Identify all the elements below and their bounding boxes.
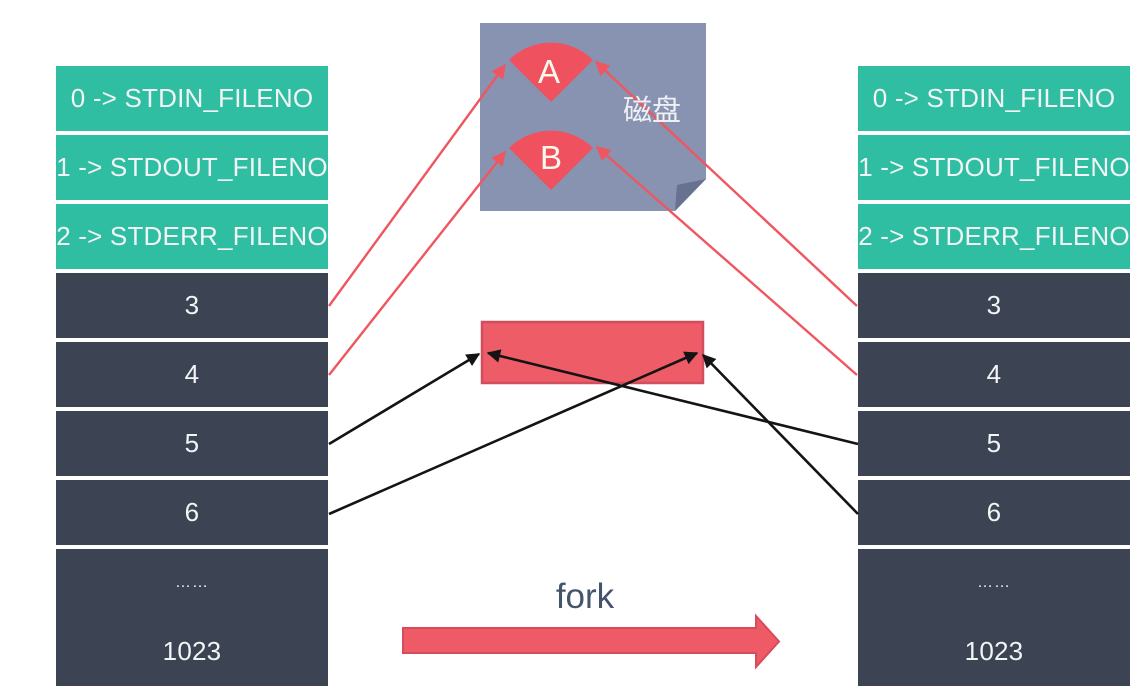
open-file-table-rect xyxy=(480,320,705,385)
fd-row-4: 4 xyxy=(56,342,328,407)
fd-row-6: 6 xyxy=(56,480,328,545)
file-b-wedge xyxy=(509,130,593,190)
fork-arrow xyxy=(402,613,781,670)
arrow-right-fd5-to-entry xyxy=(486,349,859,446)
file-a-label: A xyxy=(537,53,561,90)
file-b-label: B xyxy=(539,139,563,176)
fd-row-3: 3 xyxy=(858,273,1130,338)
fd-row-stdout: 1 -> STDOUT_FILENO xyxy=(858,135,1130,200)
arrow-left-fd5-to-entry xyxy=(328,352,481,446)
fd-row-ellipsis: …… xyxy=(977,574,1011,592)
arrow-left-fd6-to-entry xyxy=(328,351,699,516)
fd-row-ellipsis: …… xyxy=(175,574,209,592)
fd-row-stdout: 1 -> STDOUT_FILENO xyxy=(56,135,328,200)
fd-row-5: 5 xyxy=(56,411,328,476)
fd-row-stderr: 2 -> STDERR_FILENO xyxy=(858,204,1130,269)
arrow-right-fd3-to-file-a xyxy=(594,61,858,307)
fd-row-stderr: 2 -> STDERR_FILENO xyxy=(56,204,328,269)
fd-row-3: 3 xyxy=(56,273,328,338)
fd-row-6: 6 xyxy=(858,480,1130,545)
fd-row-stdin: 0 -> STDIN_FILENO xyxy=(858,66,1130,131)
fd-row-rest: …… 1023 xyxy=(56,549,328,686)
fd-row-5: 5 xyxy=(858,411,1130,476)
arrow-right-fd6-to-entry xyxy=(702,354,859,515)
disk-fold-corner xyxy=(675,179,706,211)
fd-row-rest: …… 1023 xyxy=(858,549,1130,686)
disk-label: 磁盘 xyxy=(622,95,682,127)
file-a-wedge xyxy=(509,42,593,102)
fd-row-1023: 1023 xyxy=(964,636,1024,667)
fd-table-left: 0 -> STDIN_FILENO 1 -> STDOUT_FILENO 2 -… xyxy=(56,66,328,686)
fd-row-4: 4 xyxy=(858,342,1130,407)
arrow-left-fd3-to-file-a xyxy=(328,63,506,307)
fd-table-right: 0 -> STDIN_FILENO 1 -> STDOUT_FILENO 2 -… xyxy=(858,66,1130,686)
fd-row-stdin: 0 -> STDIN_FILENO xyxy=(56,66,328,131)
fd-row-1023: 1023 xyxy=(162,636,222,667)
arrow-right-fd4-to-file-b xyxy=(595,146,858,376)
fork-label: fork xyxy=(555,577,615,616)
disk-shape xyxy=(480,23,706,211)
arrow-left-fd4-to-file-b xyxy=(328,150,506,376)
